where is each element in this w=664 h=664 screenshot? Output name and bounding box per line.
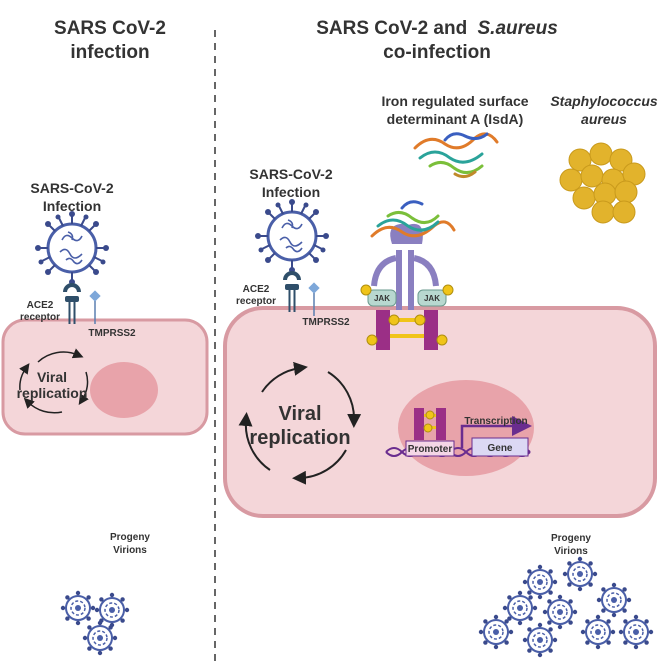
promoter-box bbox=[405, 440, 455, 457]
right-title-line2: co-infection bbox=[383, 42, 491, 63]
left-panel: SARS CoV-2 infection SARS-CoV-2 Infectio… bbox=[1, 18, 209, 657]
right-cycle-arrow-1 bbox=[261, 361, 308, 393]
right-progeny-line2: Virions bbox=[554, 546, 588, 557]
left-progeny-virion-icon bbox=[59, 589, 97, 627]
staph-label-line1: Staphylococcus bbox=[550, 93, 658, 109]
left-ace2-line2: receptor bbox=[20, 312, 60, 323]
right-cycle-arrow-3 bbox=[292, 449, 347, 485]
jak-right-box bbox=[417, 289, 447, 307]
right-virus-icon bbox=[253, 197, 331, 275]
right-progeny-virion-icon bbox=[617, 613, 655, 651]
right-ace2-line1: ACE2 bbox=[243, 284, 270, 295]
left-infection-line1: SARS-CoV-2 bbox=[30, 180, 113, 196]
left-cycle-arrow-4 bbox=[19, 363, 30, 391]
left-virus-icon bbox=[33, 209, 111, 287]
stat-dimer-icon bbox=[366, 310, 448, 350]
phospho-icon bbox=[360, 284, 372, 296]
right-cycle-arrow-4 bbox=[238, 412, 271, 471]
left-title-line1: SARS CoV-2 bbox=[54, 18, 166, 39]
left-title-line2: infection bbox=[70, 42, 149, 63]
left-ace2-line1: ACE2 bbox=[27, 300, 54, 311]
right-panel: SARS CoV-2 and S.aureus co-infection Iro… bbox=[223, 18, 658, 659]
isda-label-line2: determinant A (IsdA) bbox=[387, 111, 524, 127]
right-progeny-virion-icon bbox=[541, 593, 579, 631]
jak-right-label: JAK bbox=[424, 294, 440, 303]
transcription-arrow bbox=[460, 416, 532, 448]
staph-aureus-icon bbox=[559, 142, 646, 224]
left-nucleus bbox=[90, 362, 158, 418]
right-progeny-line1: Progeny bbox=[551, 533, 591, 544]
promoter-label: Promoter bbox=[408, 444, 453, 455]
left-viral-line2: replication bbox=[17, 385, 88, 401]
right-title-text: SARS CoV-2 and bbox=[316, 18, 467, 39]
gene-label: Gene bbox=[487, 443, 512, 454]
left-cycle-arrow-2 bbox=[78, 371, 89, 405]
jak-left-box bbox=[367, 289, 397, 307]
right-infection-line1: SARS-CoV-2 bbox=[249, 166, 332, 182]
left-infection-line2: Infection bbox=[43, 198, 101, 214]
right-title-line1: SARS CoV-2 and S.aureus bbox=[316, 18, 558, 39]
right-title-italic: S.aureus bbox=[478, 18, 558, 39]
left-progeny-line1: Progeny bbox=[110, 532, 150, 543]
right-cycle-arrow-2 bbox=[327, 371, 362, 428]
left-viral-line1: Viral bbox=[37, 369, 67, 385]
right-ace2-line2: receptor bbox=[236, 296, 276, 307]
left-cycle-arrow-3 bbox=[23, 397, 63, 414]
right-progeny-virion-icon bbox=[561, 555, 599, 593]
right-progeny-virion-icon bbox=[521, 563, 559, 601]
left-tmprss2-label: TMPRSS2 bbox=[88, 328, 136, 339]
left-progeny-line2: Virions bbox=[113, 545, 147, 556]
right-progeny-virion-icon bbox=[521, 621, 559, 659]
staph-label-line2: aureus bbox=[581, 111, 627, 127]
right-ace2-receptor-icon bbox=[283, 271, 301, 312]
transcription-label: Transcription bbox=[464, 416, 527, 427]
left-progeny-virion-icon bbox=[81, 619, 119, 657]
right-viral-line2: replication bbox=[249, 427, 350, 449]
isda-bound-protein-icon bbox=[370, 200, 456, 238]
right-tmprss2-label: TMPRSS2 bbox=[302, 317, 350, 328]
right-progeny-virion-icon bbox=[579, 613, 617, 651]
left-ace2-receptor-icon bbox=[63, 283, 81, 324]
isda-protein-icon bbox=[413, 132, 499, 179]
jak-left-label: JAK bbox=[374, 294, 390, 303]
isda-label-line1: Iron regulated surface bbox=[381, 93, 528, 109]
phospho-icon bbox=[442, 284, 454, 296]
right-progeny-virion-icon bbox=[595, 581, 633, 619]
left-cycle-arrow-1 bbox=[37, 348, 84, 363]
gene-box bbox=[471, 437, 529, 457]
nuclear-stat-dimer-icon bbox=[414, 408, 446, 440]
right-infection-line2: Infection bbox=[262, 184, 320, 200]
right-progeny-virion-icon bbox=[477, 613, 515, 651]
right-viral-line1: Viral bbox=[279, 403, 322, 425]
